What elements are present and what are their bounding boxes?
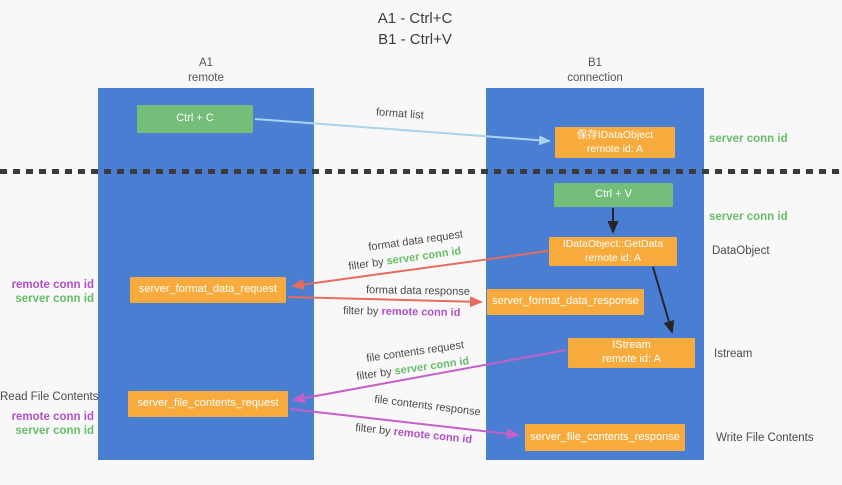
side-label-write-file-contents: Write File Contents: [716, 432, 814, 444]
remote-conn-id-text: remote conn id: [392, 425, 473, 447]
ctrl-v-label: Ctrl + V: [595, 188, 632, 201]
side-label-remote-conn-id-2: remote conn id: [11, 411, 94, 423]
arrow-format-data-response: [287, 296, 483, 308]
label-filter-by-server-1: filter by server conn id: [348, 245, 462, 273]
lane-header-a1: A1 remote: [156, 56, 256, 86]
file-response-label: server_file_contents_response: [530, 430, 680, 443]
istream-line1: IStream: [612, 339, 651, 352]
remote-conn-id-text: remote conn id: [381, 305, 461, 320]
side-label-server-conn-id-1: server conn id: [15, 293, 94, 305]
node-save-dataobject: 保存IDataObject remote id: A: [555, 127, 675, 158]
lane-a1-name: A1: [198, 57, 214, 69]
side-label-server-conn-id-top: server conn id: [709, 133, 788, 145]
side-label-remote-conn-id-1: remote conn id: [11, 279, 94, 291]
node-server-file-contents-response: server_file_contents_response: [525, 424, 685, 451]
lane-a1-subtitle: remote: [188, 71, 224, 84]
filter-by-text: filter by: [342, 304, 382, 318]
lane-b1-subtitle: connection: [567, 71, 623, 84]
side-label-istream: Istream: [714, 348, 753, 360]
label-format-list: format list: [375, 106, 425, 122]
filter-by-text: filter by: [355, 365, 396, 383]
label-filter-by-remote-2: filter by remote conn id: [355, 422, 473, 446]
label-format-data-response: format data response: [365, 284, 471, 298]
node-server-format-data-request: server_format_data_request: [130, 277, 286, 303]
filter-by-text: filter by: [347, 255, 388, 273]
node-istream: IStream remote id: A: [568, 338, 695, 368]
title-line-2: B1 - Ctrl+V: [378, 31, 452, 48]
filter-by-text: filter by: [354, 421, 395, 438]
getdata-line1: IDataObject::GetData: [562, 238, 664, 251]
side-label-dataobject: DataObject: [712, 245, 770, 257]
label-filter-by-remote-1: filter by remote conn id: [343, 305, 461, 319]
phase-separator-line: [0, 169, 842, 174]
node-server-file-contents-request: server_file_contents_request: [128, 391, 288, 417]
node-ctrl-v: Ctrl + V: [554, 183, 673, 207]
save-dataobject-line1: 保存IDataObject: [576, 129, 654, 142]
getdata-line2: remote id: A: [584, 251, 642, 264]
node-ctrl-c: Ctrl + C: [137, 105, 253, 133]
format-request-label: server_format_data_request: [138, 283, 278, 296]
istream-line2: remote id: A: [602, 353, 661, 365]
node-server-format-data-response: server_format_data_response: [487, 289, 644, 315]
ctrl-c-label: Ctrl + C: [176, 112, 214, 125]
side-label-read-file-contents: Read File Contents: [0, 391, 99, 403]
lane-header-b1: B1 connection: [545, 56, 645, 86]
node-idataobject-getdata: IDataObject::GetData remote id: A: [549, 237, 677, 266]
lane-b1-name: B1: [587, 57, 603, 69]
label-file-contents-response: file contents response: [373, 393, 482, 419]
side-label-server-conn-id-mid: server conn id: [709, 211, 788, 223]
save-dataobject-line2: remote id: A: [586, 142, 644, 155]
diagram-title: A1 - Ctrl+C B1 - Ctrl+V: [330, 8, 500, 50]
file-request-label: server_file_contents_request: [137, 397, 279, 410]
side-label-server-conn-id-2: server conn id: [15, 425, 94, 437]
title-line-1: A1 - Ctrl+C: [377, 10, 453, 27]
format-response-label: server_format_data_response: [492, 295, 639, 308]
